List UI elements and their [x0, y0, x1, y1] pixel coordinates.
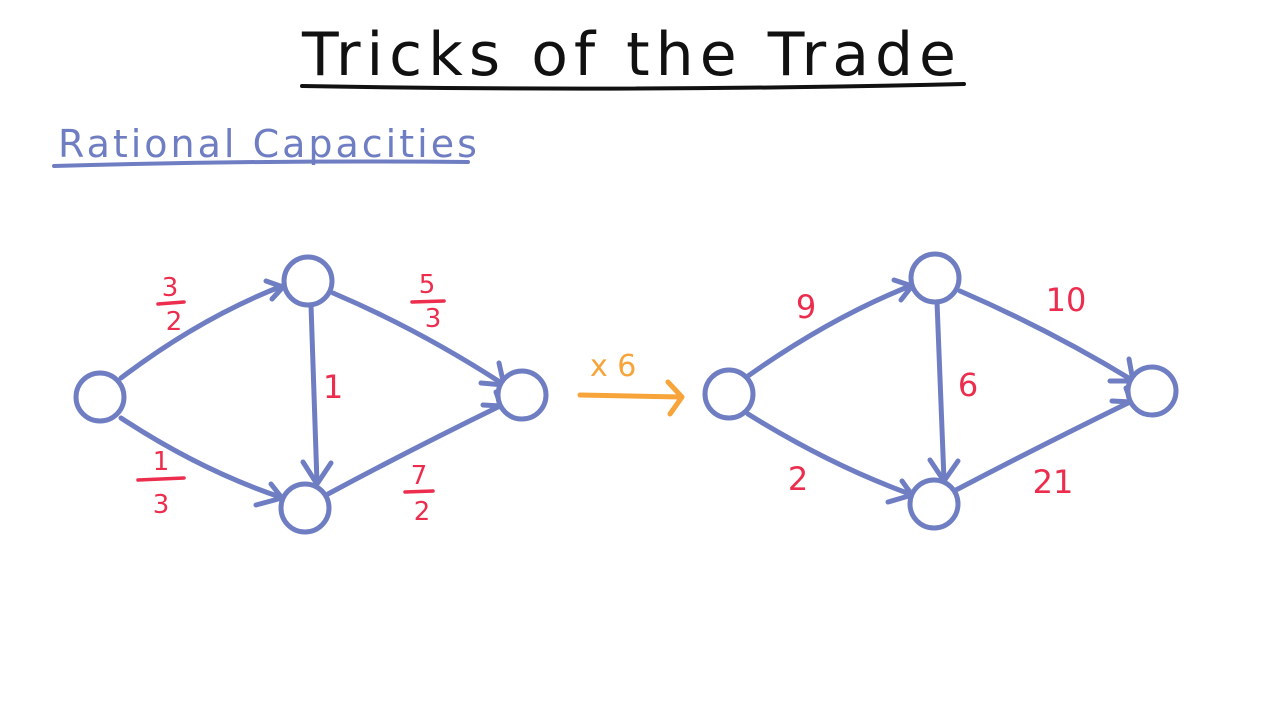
left-capacity-source-to-top: 3 2 [156, 273, 186, 337]
scale-transform: x 6 [577, 349, 685, 417]
title-underline [300, 82, 966, 91]
fraction-denominator: 3 [153, 490, 170, 520]
scale-factor-label: x 6 [590, 349, 636, 384]
right-capacity-source-to-top: 9 [796, 288, 816, 326]
section-heading: Rational Capacities [58, 122, 480, 166]
left-capacity-bottom-to-sink: 7 2 [403, 461, 435, 527]
right-edge-source-to-top [745, 283, 913, 379]
right-capacity-top-to-bottom: 6 [958, 366, 978, 404]
left-capacity-top-to-sink: 5 3 [410, 270, 446, 334]
right-capacity-top-to-sink: 10 [1046, 281, 1087, 319]
fraction-numerator: 5 [419, 270, 436, 300]
left-flow-network: 3 2 1 3 1 5 3 7 2 [73, 254, 549, 535]
left-node-bottom [278, 481, 332, 535]
left-edge-top-to-sink [330, 290, 506, 387]
left-node-source [73, 370, 127, 424]
fraction-bar [403, 489, 435, 494]
left-capacity-top-to-bottom: 1 [323, 368, 343, 406]
right-arrow-icon [577, 379, 685, 417]
fraction-bar [156, 300, 186, 306]
right-edge-top-to-bottom [934, 299, 947, 483]
left-edge-top-to-bottom-arrowhead [300, 459, 334, 487]
fraction-denominator: 3 [425, 304, 442, 334]
left-node-sink [495, 368, 549, 422]
right-arrow-head [665, 379, 685, 417]
right-capacity-source-to-bottom: 2 [788, 460, 808, 498]
left-node-top [281, 254, 335, 308]
fraction-denominator: 2 [414, 497, 431, 527]
fraction-bar [136, 476, 186, 482]
left-edge-source-to-bottom [118, 415, 283, 500]
right-node-top [908, 251, 962, 305]
right-flow-network: 9 2 6 10 21 [702, 251, 1179, 531]
right-node-sink [1125, 364, 1179, 418]
right-capacity-bottom-to-sink: 21 [1033, 463, 1074, 501]
fraction-bar [410, 299, 446, 304]
left-capacity-source-to-bottom: 1 3 [136, 447, 186, 520]
left-edge-top-to-bottom [308, 302, 320, 486]
right-arrow-shaft [577, 392, 684, 400]
slide-title: Tricks of the Trade [301, 20, 962, 90]
right-node-source [702, 367, 756, 421]
right-edge-source-to-bottom [745, 411, 913, 497]
fraction-numerator: 3 [162, 273, 179, 303]
right-edge-bottom-to-sink [953, 399, 1133, 493]
fraction-numerator: 1 [153, 447, 170, 477]
fraction-numerator: 7 [411, 461, 428, 491]
right-node-bottom [907, 477, 961, 531]
left-edge-bottom-to-sink [325, 403, 503, 497]
section-heading-underline [52, 159, 470, 168]
left-edge-source-to-top [118, 283, 285, 381]
fraction-denominator: 2 [166, 307, 183, 337]
right-edge-top-to-sink [957, 288, 1135, 383]
